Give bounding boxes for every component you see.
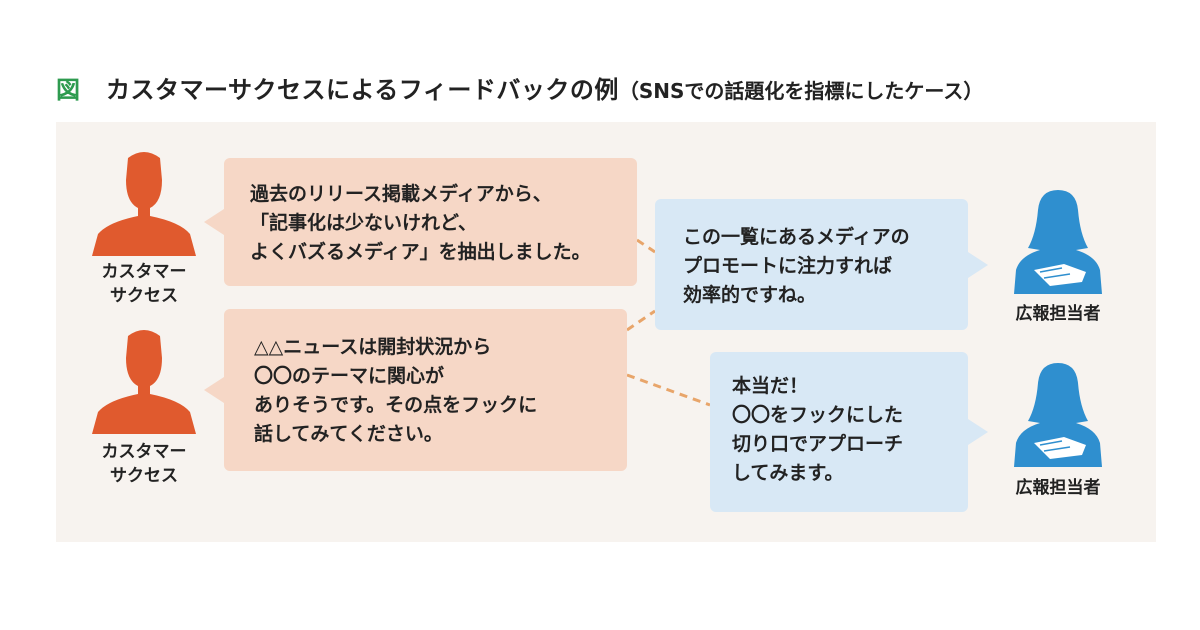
actor-caption-pr-1: 広報担当者 <box>1015 304 1101 324</box>
speech-bubble-cs-2: △△ニュースは開封状況から 〇〇のテーマに関心が ありそうです。その点をフックに… <box>204 309 627 471</box>
female-silhouette-icon <box>1010 363 1106 467</box>
connector-msg2-to-reply2 <box>626 373 711 407</box>
male-silhouette-icon <box>92 328 196 434</box>
speech-bubble-pr-1: この一覧にあるメディアの プロモートに注力すれば 効率的ですね。 <box>655 199 988 330</box>
speech-bubble-cs-1: 過去のリリース掲載メディアから、 「記事化は少ないけれど、 よくバズるメディア」… <box>204 158 637 286</box>
actor-caption-cs-2: カスタマー サクセス <box>101 442 187 486</box>
actor-caption-cs-1: カスタマー サクセス <box>101 262 187 306</box>
connector-msg2-to-reply1 <box>626 309 656 332</box>
male-silhouette-icon <box>92 150 196 256</box>
connector-msg1-to-reply1 <box>636 238 656 254</box>
female-silhouette-icon <box>1010 190 1106 294</box>
speech-bubble-pr-2: 本当だ！ 〇〇をフックにした 切り口でアプローチ してみます。 <box>710 352 988 512</box>
figure-title: 図カスタマーサクセスによるフィードバックの例（SNSでの話題化を指標にしたケース… <box>56 70 983 105</box>
actor-caption-pr-2: 広報担当者 <box>1015 478 1101 498</box>
figure-title-main: カスタマーサクセスによるフィードバックの例 <box>106 76 619 104</box>
figure-label: 図 <box>56 76 80 104</box>
figure-title-sub: （SNSでの話題化を指標にしたケース） <box>618 79 984 103</box>
